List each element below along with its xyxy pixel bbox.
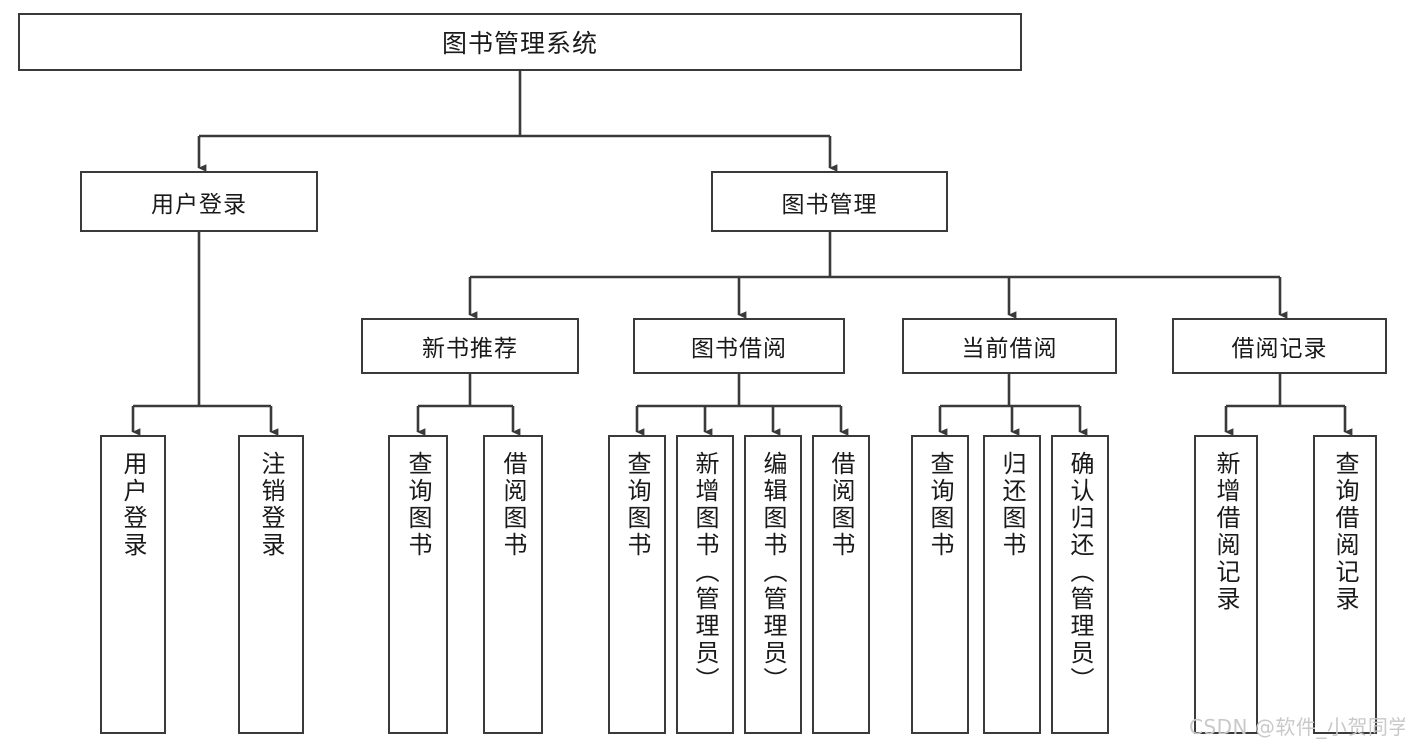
node-borrow-record-label: 借阅记录 — [1231, 336, 1328, 362]
node-leaf-user-logout-label: 注销登录 — [257, 451, 285, 559]
node-leaf-query-book-3-label: 查询图书 — [926, 451, 954, 559]
node-leaf-confirm-return-label: 确认归还（管理员） — [1066, 451, 1094, 694]
node-user-login[interactable]: 用户登录 — [80, 171, 318, 232]
node-leaf-add-book-label: 新增图书（管理员） — [691, 451, 719, 694]
node-leaf-query-book-2-label: 查询图书 — [623, 451, 651, 559]
node-root[interactable]: 图书管理系统 — [18, 13, 1022, 71]
node-new-book-recommend-label: 新书推荐 — [422, 336, 518, 362]
node-leaf-add-book[interactable]: 新增图书（管理员） — [676, 435, 734, 734]
node-leaf-query-record-label: 查询借阅记录 — [1331, 451, 1359, 613]
node-leaf-query-book-3[interactable]: 查询图书 — [911, 435, 969, 734]
node-leaf-add-record[interactable]: 新增借阅记录 — [1194, 435, 1258, 734]
node-current-borrow-label: 当前借阅 — [961, 336, 1058, 362]
csdn-watermark: CSDN @软件_小贺同学 — [1189, 715, 1405, 739]
node-leaf-edit-book-label: 编辑图书（管理员） — [759, 451, 787, 694]
node-new-book-recommend[interactable]: 新书推荐 — [361, 318, 579, 374]
node-leaf-edit-book[interactable]: 编辑图书（管理员） — [744, 435, 802, 734]
node-leaf-query-book-1[interactable]: 查询图书 — [388, 435, 448, 734]
node-leaf-return-book-label: 归还图书 — [998, 451, 1026, 559]
node-leaf-user-login-label: 用户登录 — [119, 451, 147, 559]
node-leaf-query-record[interactable]: 查询借阅记录 — [1313, 435, 1377, 734]
node-leaf-query-book-2[interactable]: 查询图书 — [608, 435, 666, 734]
node-leaf-borrow-book-1-label: 借阅图书 — [499, 451, 527, 559]
node-book-borrow-label: 图书借阅 — [691, 336, 787, 362]
node-leaf-user-login[interactable]: 用户登录 — [100, 435, 166, 734]
node-leaf-borrow-book-2[interactable]: 借阅图书 — [812, 435, 870, 734]
node-user-login-label: 用户登录 — [151, 191, 247, 218]
node-book-borrow[interactable]: 图书借阅 — [633, 318, 845, 374]
node-leaf-borrow-book-1[interactable]: 借阅图书 — [483, 435, 543, 734]
node-leaf-confirm-return[interactable]: 确认归还（管理员） — [1051, 435, 1109, 734]
node-leaf-query-book-1-label: 查询图书 — [404, 451, 432, 559]
node-book-manage[interactable]: 图书管理 — [711, 171, 948, 232]
node-book-manage-label: 图书管理 — [781, 191, 878, 218]
node-current-borrow[interactable]: 当前借阅 — [902, 318, 1117, 374]
node-leaf-user-logout[interactable]: 注销登录 — [238, 435, 304, 734]
node-leaf-borrow-book-2-label: 借阅图书 — [827, 451, 855, 559]
node-borrow-record[interactable]: 借阅记录 — [1172, 318, 1387, 374]
node-root-label: 图书管理系统 — [441, 29, 598, 58]
node-leaf-add-record-label: 新增借阅记录 — [1212, 451, 1240, 613]
node-leaf-return-book[interactable]: 归还图书 — [983, 435, 1041, 734]
